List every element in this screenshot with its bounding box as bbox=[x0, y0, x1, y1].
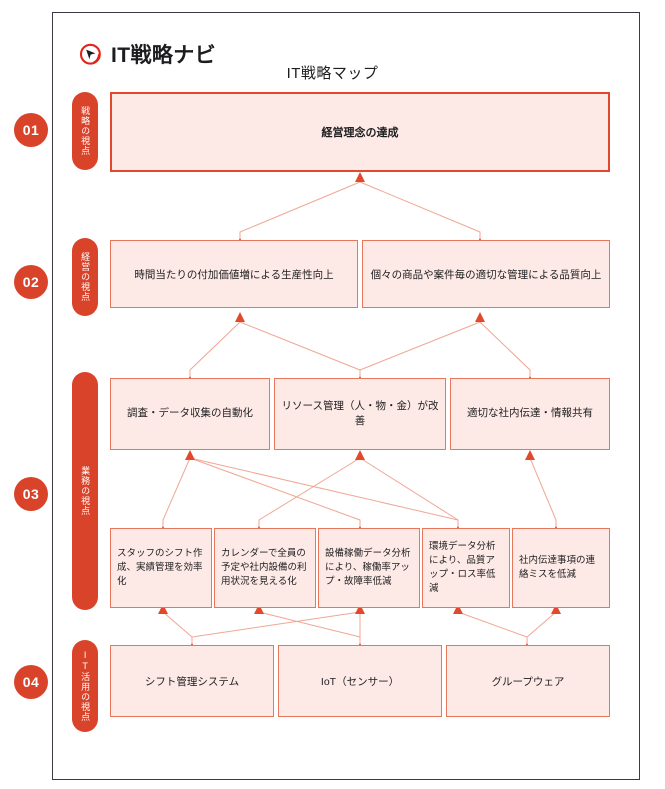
brand-logo: IT戦略ナビ bbox=[78, 42, 216, 68]
it-box-1[interactable]: シフト管理システム bbox=[110, 645, 274, 717]
operations-detail-box-4[interactable]: 環境データ分析により、品質アップ・ロス率低減 bbox=[422, 528, 510, 608]
compass-cursor-icon bbox=[78, 42, 104, 68]
perspective-pill-management: 経営の視点 bbox=[72, 238, 98, 316]
perspective-pill-operations: 業務の視点 bbox=[72, 372, 98, 610]
it-box-2[interactable]: IoT（センサー） bbox=[278, 645, 442, 717]
operations-box-3[interactable]: 適切な社内伝達・情報共有 bbox=[450, 378, 610, 450]
management-box-1[interactable]: 時間当たりの付加価値増による生産性向上 bbox=[110, 240, 358, 308]
operations-detail-box-2[interactable]: カレンダーで全員の予定や社内設備の利用状況を見える化 bbox=[214, 528, 316, 608]
perspective-pill-it: IT活用の視点 bbox=[72, 640, 98, 732]
strategy-box-1[interactable]: 経営理念の達成 bbox=[110, 92, 610, 172]
management-box-2[interactable]: 個々の商品や案件毎の適切な管理による品質向上 bbox=[362, 240, 610, 308]
operations-detail-box-5[interactable]: 社内伝達事項の連絡ミスを低減 bbox=[512, 528, 610, 608]
operations-detail-box-1[interactable]: スタッフのシフト作成、実績管理を効率化 bbox=[110, 528, 212, 608]
level-number-03: 03 bbox=[14, 477, 48, 511]
operations-detail-box-3[interactable]: 設備稼働データ分析により、稼働率アップ・故障率低減 bbox=[318, 528, 420, 608]
it-box-3[interactable]: グループウェア bbox=[446, 645, 610, 717]
operations-box-1[interactable]: 調査・データ収集の自動化 bbox=[110, 378, 270, 450]
level-number-01: 01 bbox=[14, 113, 48, 147]
page-title: IT戦略マップ bbox=[286, 65, 379, 82]
perspective-pill-strategy: 戦略の視点 bbox=[72, 92, 98, 170]
brand-name: IT戦略ナビ bbox=[111, 43, 217, 67]
operations-box-2[interactable]: リソース管理（人・物・金）が改善 bbox=[274, 378, 446, 450]
level-number-04: 04 bbox=[14, 665, 48, 699]
level-number-02: 02 bbox=[14, 265, 48, 299]
